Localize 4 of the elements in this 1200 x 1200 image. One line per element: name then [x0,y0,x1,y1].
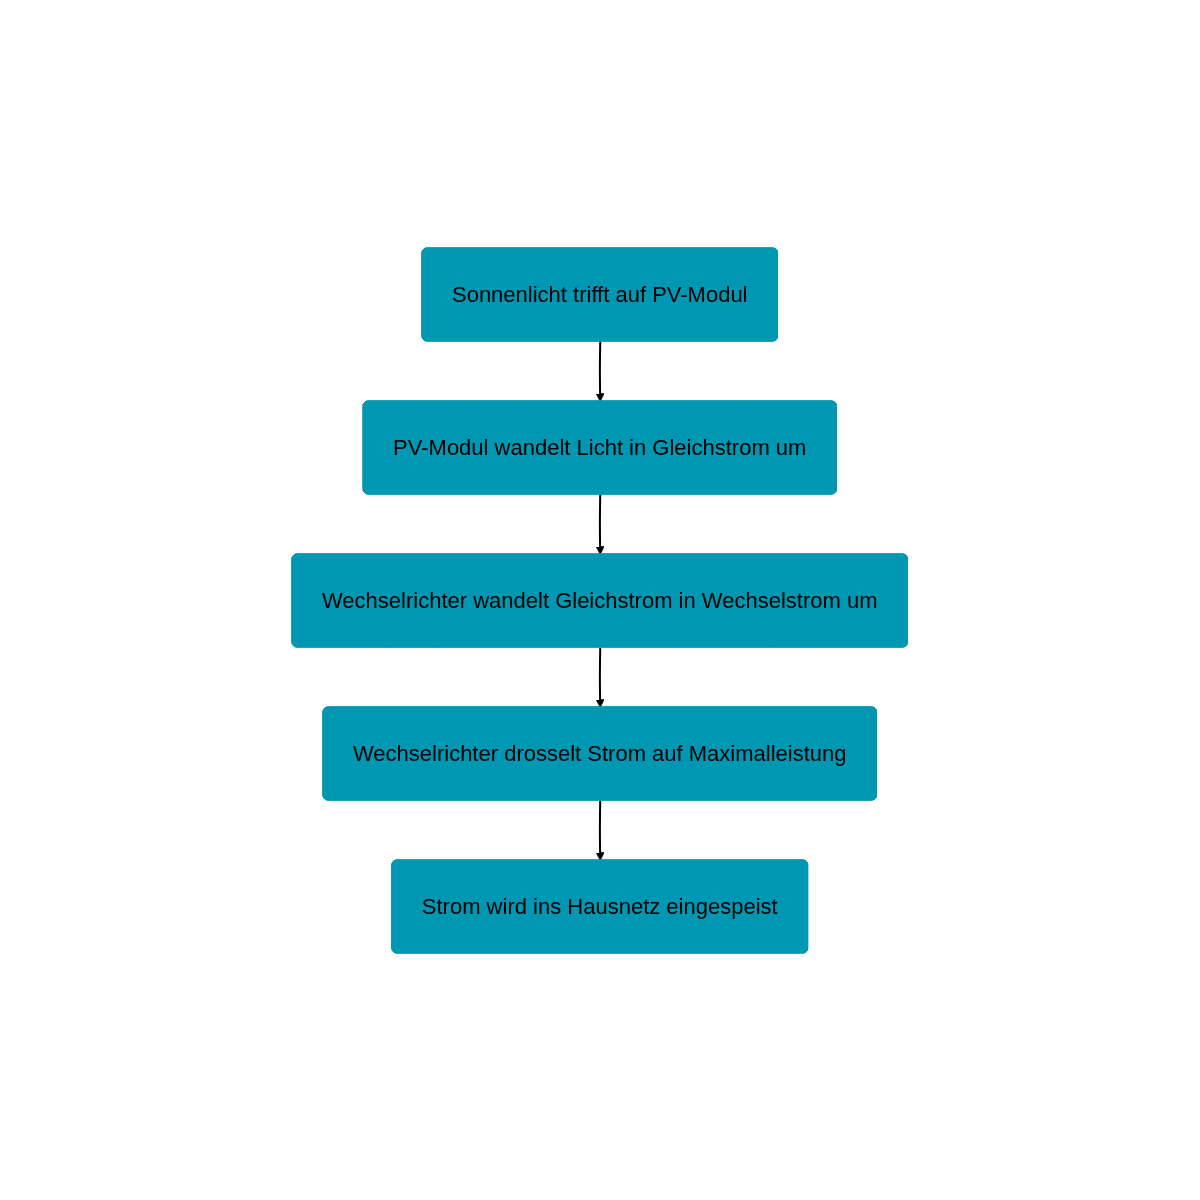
arrow [595,799,605,861]
arrow [595,493,605,555]
arrow [595,340,605,402]
arrow [595,646,605,708]
